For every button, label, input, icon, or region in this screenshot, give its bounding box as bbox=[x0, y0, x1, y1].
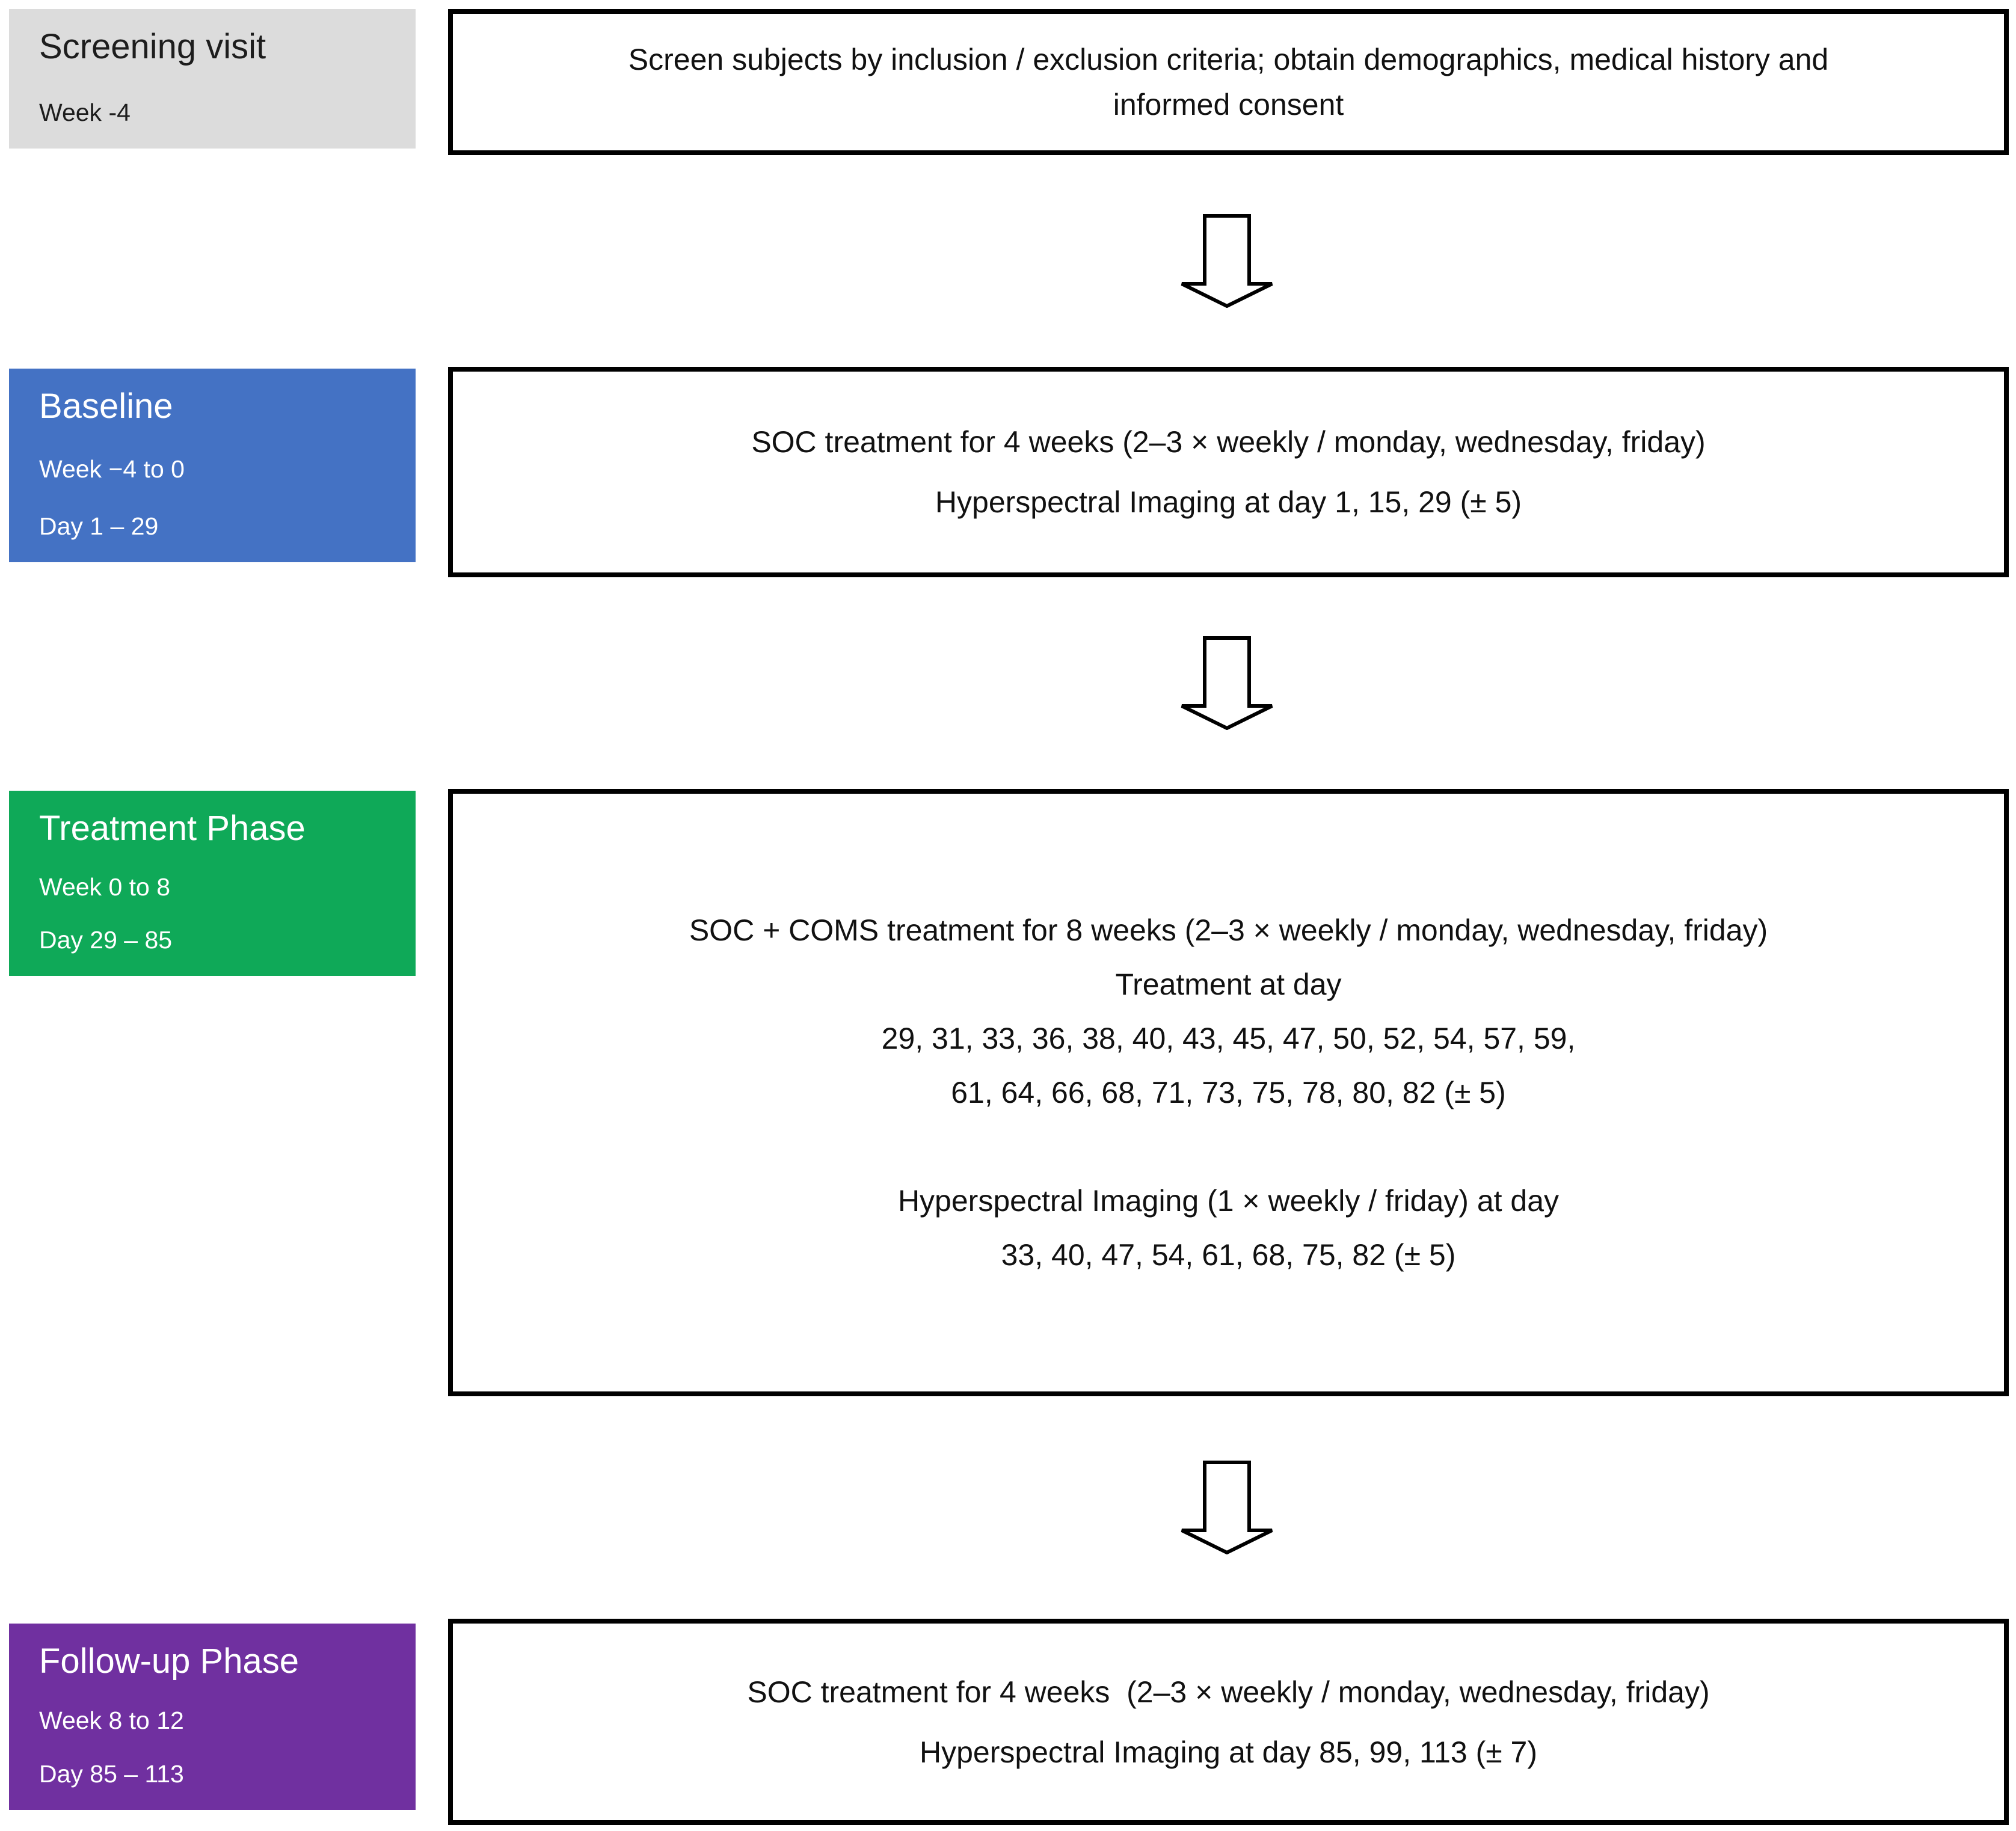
phase-title: Baseline bbox=[39, 387, 173, 426]
phase-title: Treatment Phase bbox=[39, 809, 306, 848]
phase-title: Follow-up Phase bbox=[39, 1642, 299, 1681]
treatment-days-line: 29, 31, 33, 36, 38, 40, 43, 45, 47, 50, … bbox=[881, 1022, 1576, 1055]
content-line: Screen subjects by inclusion / exclusion… bbox=[628, 42, 1829, 76]
content-line: SOC + COMS treatment for 8 weeks (2–3 × … bbox=[689, 913, 1768, 947]
down-arrow-icon bbox=[1181, 1461, 1273, 1554]
content-line: SOC treatment for 4 weeks (2–3 × weekly … bbox=[747, 1675, 1710, 1709]
down-arrow-icon bbox=[1181, 214, 1273, 308]
content-line: Hyperspectral Imaging at day 1, 15, 29 (… bbox=[935, 485, 1522, 519]
phase-content-screening: Screen subjects by inclusion / exclusion… bbox=[448, 9, 2009, 155]
phase-content-baseline: SOC treatment for 4 weeks (2–3 × weekly … bbox=[448, 367, 2009, 577]
content-line: Hyperspectral Imaging (1 × weekly / frid… bbox=[897, 1184, 1560, 1218]
treatment-days-line: 61, 64, 66, 68, 71, 73, 75, 78, 80, 82 (… bbox=[951, 1076, 1506, 1109]
content-line: Treatment at day bbox=[1115, 968, 1342, 1001]
phase-label-treatment: Treatment Phase Week 0 to 8 Day 29 – 85 bbox=[9, 791, 416, 976]
phase-week-range: Week -4 bbox=[39, 98, 131, 126]
content-line: Hyperspectral Imaging at day 85, 99, 113… bbox=[919, 1735, 1538, 1769]
phase-week-range: Week 0 to 8 bbox=[39, 873, 171, 901]
phase-label-screening: Screening visit Week -4 bbox=[9, 9, 416, 149]
phase-title: Screening visit bbox=[39, 27, 266, 66]
phase-content-treatment: SOC + COMS treatment for 8 weeks (2–3 × … bbox=[448, 789, 2009, 1396]
phase-day-range: Day 85 – 113 bbox=[39, 1759, 184, 1788]
content-line: SOC treatment for 4 weeks (2–3 × weekly … bbox=[751, 425, 1706, 459]
phase-content-followup: SOC treatment for 4 weeks (2–3 × weekly … bbox=[448, 1619, 2009, 1825]
phase-label-followup: Follow-up Phase Week 8 to 12 Day 85 – 11… bbox=[9, 1624, 416, 1810]
phase-week-range: Week −4 to 0 bbox=[39, 455, 185, 483]
phase-week-range: Week 8 to 12 bbox=[39, 1707, 184, 1735]
content-line: informed consent bbox=[1113, 87, 1344, 121]
phase-day-range: Day 29 – 85 bbox=[39, 925, 173, 954]
down-arrow-icon bbox=[1181, 636, 1273, 730]
phase-day-range: Day 1 – 29 bbox=[39, 512, 159, 540]
imaging-days-line: 33, 40, 47, 54, 61, 68, 75, 82 (± 5) bbox=[1001, 1238, 1456, 1272]
phase-label-baseline: Baseline Week −4 to 0 Day 1 – 29 bbox=[9, 369, 416, 562]
